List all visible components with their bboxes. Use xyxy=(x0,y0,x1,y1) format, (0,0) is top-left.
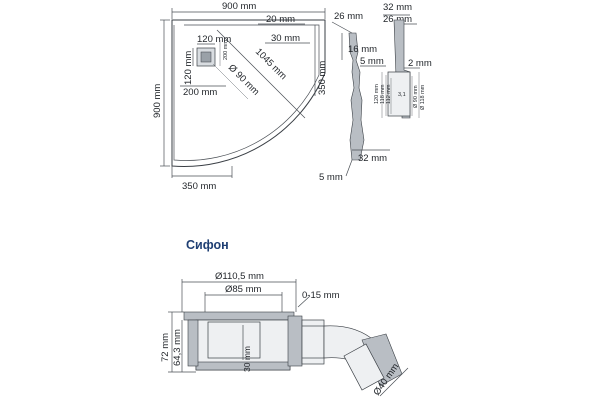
siphon-top-flange xyxy=(183,311,295,321)
siphon-height-total-label: 72 mm xyxy=(160,333,171,362)
siphon-outlet-cap xyxy=(343,343,385,391)
detail-drain-body xyxy=(387,71,411,117)
profile-step-a-label: 16 mm xyxy=(348,44,377,55)
siphon-drawing: Сифон Ø110,5 mm Ø85 mm 0-15 mm 30 mm xyxy=(160,238,409,398)
profile-bottom-height-label: 5 mm xyxy=(319,172,343,183)
drain-detail: 32 mm 26 mm 2 mm 120 mm 118 mm 112 mm 3,… xyxy=(374,2,432,119)
tray-plan-view: 900 mm 900 mm 20 mm 30 mm 350 mm 120 mm … xyxy=(152,1,328,192)
detail-right-label: 2 mm xyxy=(408,58,432,69)
detail-outer-d-label: Ø 118 mm xyxy=(420,84,426,110)
siphon-d-outer-label: Ø110,5 mm xyxy=(215,271,264,282)
profile-bottom-width-label: 32 mm xyxy=(358,153,387,164)
plan-drain-size-h-label: 120 mm xyxy=(197,34,231,45)
profile-height-label: 26 mm xyxy=(334,11,363,22)
detail-top-a-label: 32 mm xyxy=(383,2,412,13)
plan-width-label: 900 mm xyxy=(222,1,256,12)
detail-left-b-label: 118 mm xyxy=(380,84,386,104)
detail-left-a-label: 120 mm xyxy=(374,84,380,104)
profile-body xyxy=(348,32,365,161)
siphon-nut xyxy=(301,319,325,365)
siphon-right-ring xyxy=(287,315,303,367)
drain-grate xyxy=(200,51,212,63)
plan-drain-pos-label: 200 mm xyxy=(183,87,217,98)
tray-side-profile: 26 mm 16 mm 5 mm 32 mm 5 mm xyxy=(319,11,390,183)
plan-drain-size-v-label: 120 mm xyxy=(183,51,194,85)
siphon-insert xyxy=(207,321,261,359)
detail-inner-d-label: Ø 90 mm xyxy=(413,85,419,108)
plan-edge-side-label: 30 mm xyxy=(271,33,300,44)
siphon-depth-label: 30 mm xyxy=(242,346,252,372)
plan-bottom-label: 350 mm xyxy=(182,181,216,192)
siphon-left-ring xyxy=(187,319,199,367)
siphon-title: Сифон xyxy=(186,238,229,252)
siphon-height-body-label: 64,3 mm xyxy=(172,329,183,366)
siphon-d-inner-label: Ø85 mm xyxy=(225,284,262,295)
plan-height-label: 900 mm xyxy=(152,84,163,118)
detail-inner-label: 3,1 xyxy=(398,92,406,98)
siphon-adjust-label: 0-15 mm xyxy=(302,290,340,301)
plan-drain-offset-label: 350 mm xyxy=(317,61,328,95)
detail-top-b-label: 26 mm xyxy=(383,14,412,25)
plan-drain-small-label: 200 mm xyxy=(223,40,229,60)
detail-left-c-label: 112 mm xyxy=(386,84,392,104)
profile-step-b-label: 5 mm xyxy=(360,56,384,67)
plan-edge-top-label: 20 mm xyxy=(266,14,295,25)
